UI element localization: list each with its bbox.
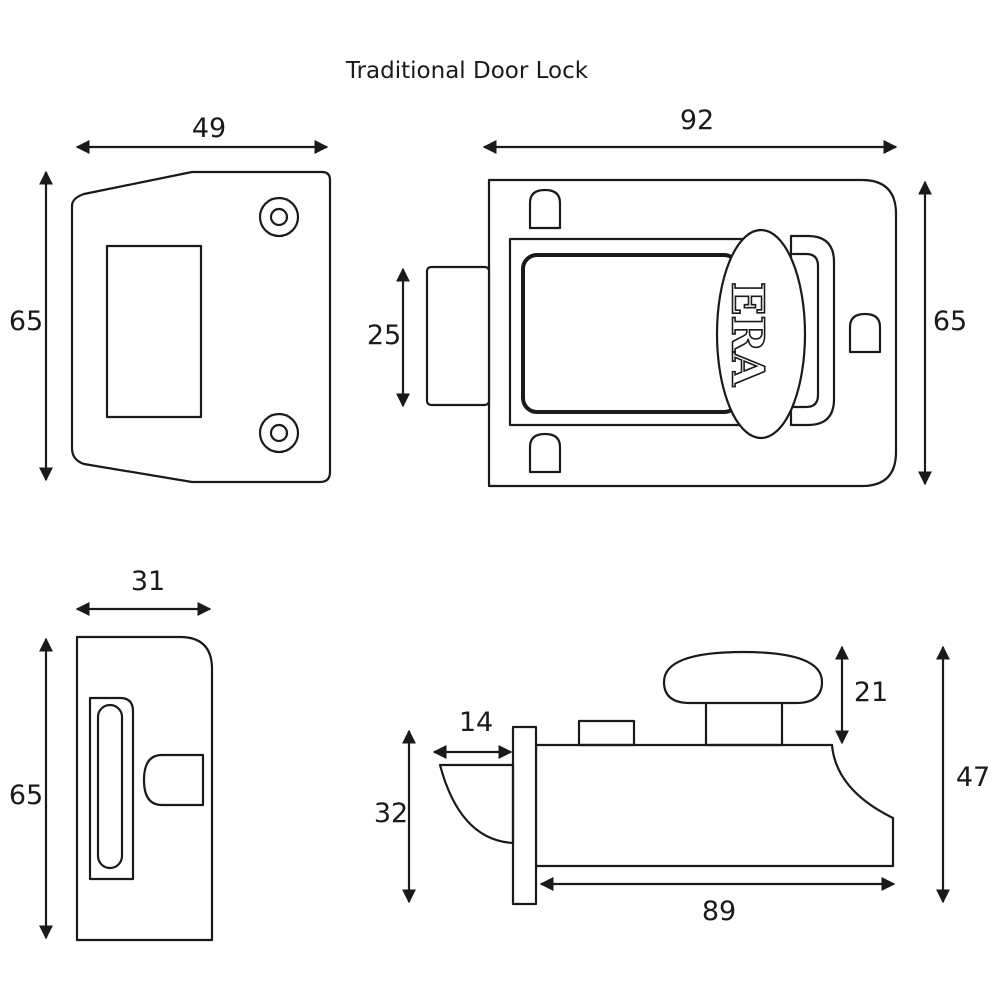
cover-plate: [508, 237, 750, 427]
keep-opening: [105, 244, 203, 419]
profile-height-label: 32: [374, 798, 408, 829]
cover-recess: [521, 253, 740, 414]
slot-top: [528, 188, 562, 230]
bolt-height-label: 25: [367, 320, 401, 351]
keep-side-view: [75, 635, 214, 942]
keep-height-label: 65: [9, 306, 43, 337]
body-length-label: 89: [702, 896, 736, 927]
profile-bolt: [438, 763, 515, 845]
screw-hole-top-inner: [269, 207, 289, 227]
bolt-projection-label: 14: [459, 707, 493, 738]
slot-bottom: [528, 432, 562, 474]
era-logo-text: ERA: [722, 282, 773, 387]
lock-case-outline: [487, 178, 898, 488]
profile-flange: [511, 725, 538, 906]
era-knob: [715, 228, 807, 440]
side-height-label: 65: [9, 780, 43, 811]
screw-hole-bottom-inner: [269, 423, 289, 443]
side-width-label: 31: [131, 566, 165, 597]
keep-side-outline: [75, 635, 214, 942]
profile-block: [577, 719, 636, 747]
keep-outline: [70, 170, 332, 484]
screw-hole-bottom: [258, 412, 300, 454]
knob-stem: [704, 698, 784, 747]
lock-front-view: ERA: [425, 178, 898, 488]
keep-side-tongue: [142, 753, 205, 807]
total-depth-label: 47: [956, 762, 990, 793]
keep-view: [70, 170, 332, 484]
screw-hole-top: [258, 196, 300, 238]
keep-width-label: 49: [192, 113, 226, 144]
knob-height-label: 21: [854, 677, 888, 708]
keep-side-slot-outer: [88, 696, 135, 881]
keep-side-slot-inner: [96, 703, 124, 870]
bolt-face: [425, 265, 491, 407]
profile-body: [534, 743, 895, 868]
knob-cap: [662, 650, 824, 705]
drawing-title: Traditional Door Lock: [345, 58, 589, 84]
lock-profile-view: [438, 650, 895, 906]
front-width-label: 92: [680, 105, 714, 136]
handle-loop-inner: [791, 252, 820, 409]
front-height-label: 65: [933, 306, 967, 337]
slot-right: [848, 312, 882, 354]
